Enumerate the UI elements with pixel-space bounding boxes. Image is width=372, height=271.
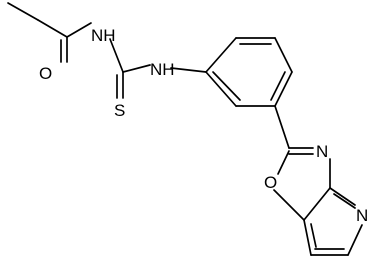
atom-oxazole-oxygen: O [264, 173, 277, 192]
bond-n4-c5 [347, 224, 363, 256]
atom-oxazole-nitrogen: N [316, 142, 328, 161]
atom-amide-nitrogen: NH [91, 26, 116, 45]
bond-phenyl-4 [274, 71, 293, 107]
bonds [7, 2, 363, 256]
bond-phenyl-1 [205, 37, 237, 73]
bond-nh-phenyl [170, 67, 207, 73]
bond-phenyl-6-inner [212, 71, 241, 101]
bond-nh-thiocarbonyl [109, 38, 124, 73]
bond-c3a-c7a [303, 187, 331, 221]
bond-phenyl-4-inner [270, 71, 286, 101]
atom-thioamide-nitrogen: NH [150, 60, 175, 79]
bond-c6-c7 [303, 219, 312, 256]
bond-c3a-n4-a [329, 187, 356, 206]
bond-c3a-n4-b [333, 193, 356, 209]
bond-ethyl-carbonyl [37, 19, 68, 38]
bond-thiocarbonyl-nh [122, 64, 151, 73]
bond-c7a-o1 [273, 189, 305, 221]
bond-carbonyl-nh [66, 22, 92, 38]
bond-phenyl-6 [205, 71, 237, 107]
atom-pyridine-nitrogen: N [356, 206, 368, 225]
atom-labels: O NH NH S N O N [39, 26, 368, 225]
atom-sulfur: S [114, 101, 125, 120]
bond-o1-c2 [277, 150, 290, 175]
bond-phenyl-oxazole [274, 105, 290, 149]
bond-phenyl-3 [274, 37, 293, 73]
atom-carbonyl-oxygen: O [39, 64, 52, 83]
bond-c7-inner [310, 223, 317, 248]
bond-ethyl [7, 2, 39, 21]
